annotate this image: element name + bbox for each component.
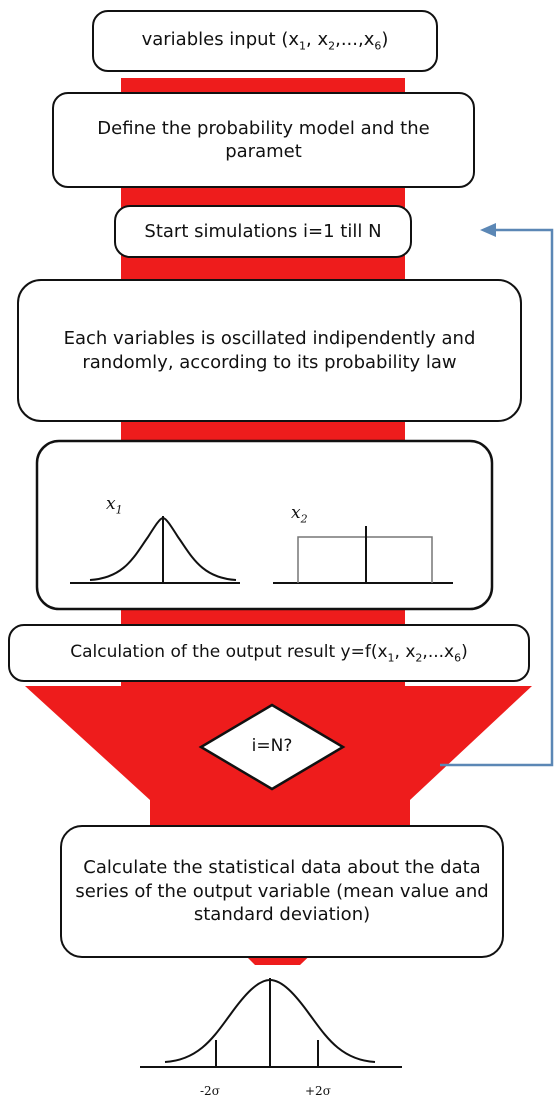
calc-sub-1: 1 [387, 651, 395, 665]
distribution-panel [35, 439, 494, 611]
calc-text: Calculation of the output result y=f(x [70, 641, 388, 662]
plus-2sigma-label: +2σ [305, 1084, 331, 1098]
input-sub-2: 2 [328, 39, 336, 53]
calc-text-4: ) [461, 641, 468, 662]
start-simulations-text: Start simulations i=1 till N [144, 220, 382, 242]
variables-input-box: variables input (x1, x2,...,x6) [92, 10, 438, 72]
statistics-text: Calculate the statistical data about the… [75, 857, 489, 926]
input-sub-6: 6 [374, 39, 382, 53]
input-text: variables input (x [141, 29, 299, 51]
calc-text-2: , x [394, 641, 416, 662]
statistics-box: Calculate the statistical data about the… [60, 825, 504, 958]
oscillate-box: Each variables is oscillated indipendent… [17, 279, 522, 422]
minus-2sigma-label: -2σ [200, 1084, 220, 1098]
loop-arrow-head [480, 223, 496, 237]
x2-label: x2 [291, 503, 308, 526]
calc-sub-2: 2 [415, 651, 423, 665]
input-text-2: , x [306, 29, 329, 51]
calc-text-3: ,...x [422, 641, 455, 662]
decision-diamond [198, 703, 346, 791]
input-text-4: ) [381, 29, 389, 51]
define-model-text: Define the probability model and the par… [97, 117, 430, 162]
input-sub-1: 1 [299, 39, 306, 53]
input-text-3: ,...,x [335, 29, 375, 51]
x1-label: x1 [106, 494, 123, 517]
start-simulations-box: Start simulations i=1 till N [114, 205, 412, 258]
loop-back-line [440, 228, 554, 767]
calc-sub-6: 6 [454, 651, 462, 665]
calculate-output-box: Calculation of the output result y=f(x1,… [8, 624, 530, 682]
oscillate-text: Each variables is oscillated indipendent… [63, 328, 476, 373]
define-model-box: Define the probability model and the par… [52, 92, 475, 188]
decision-label: i=N? [251, 736, 293, 756]
